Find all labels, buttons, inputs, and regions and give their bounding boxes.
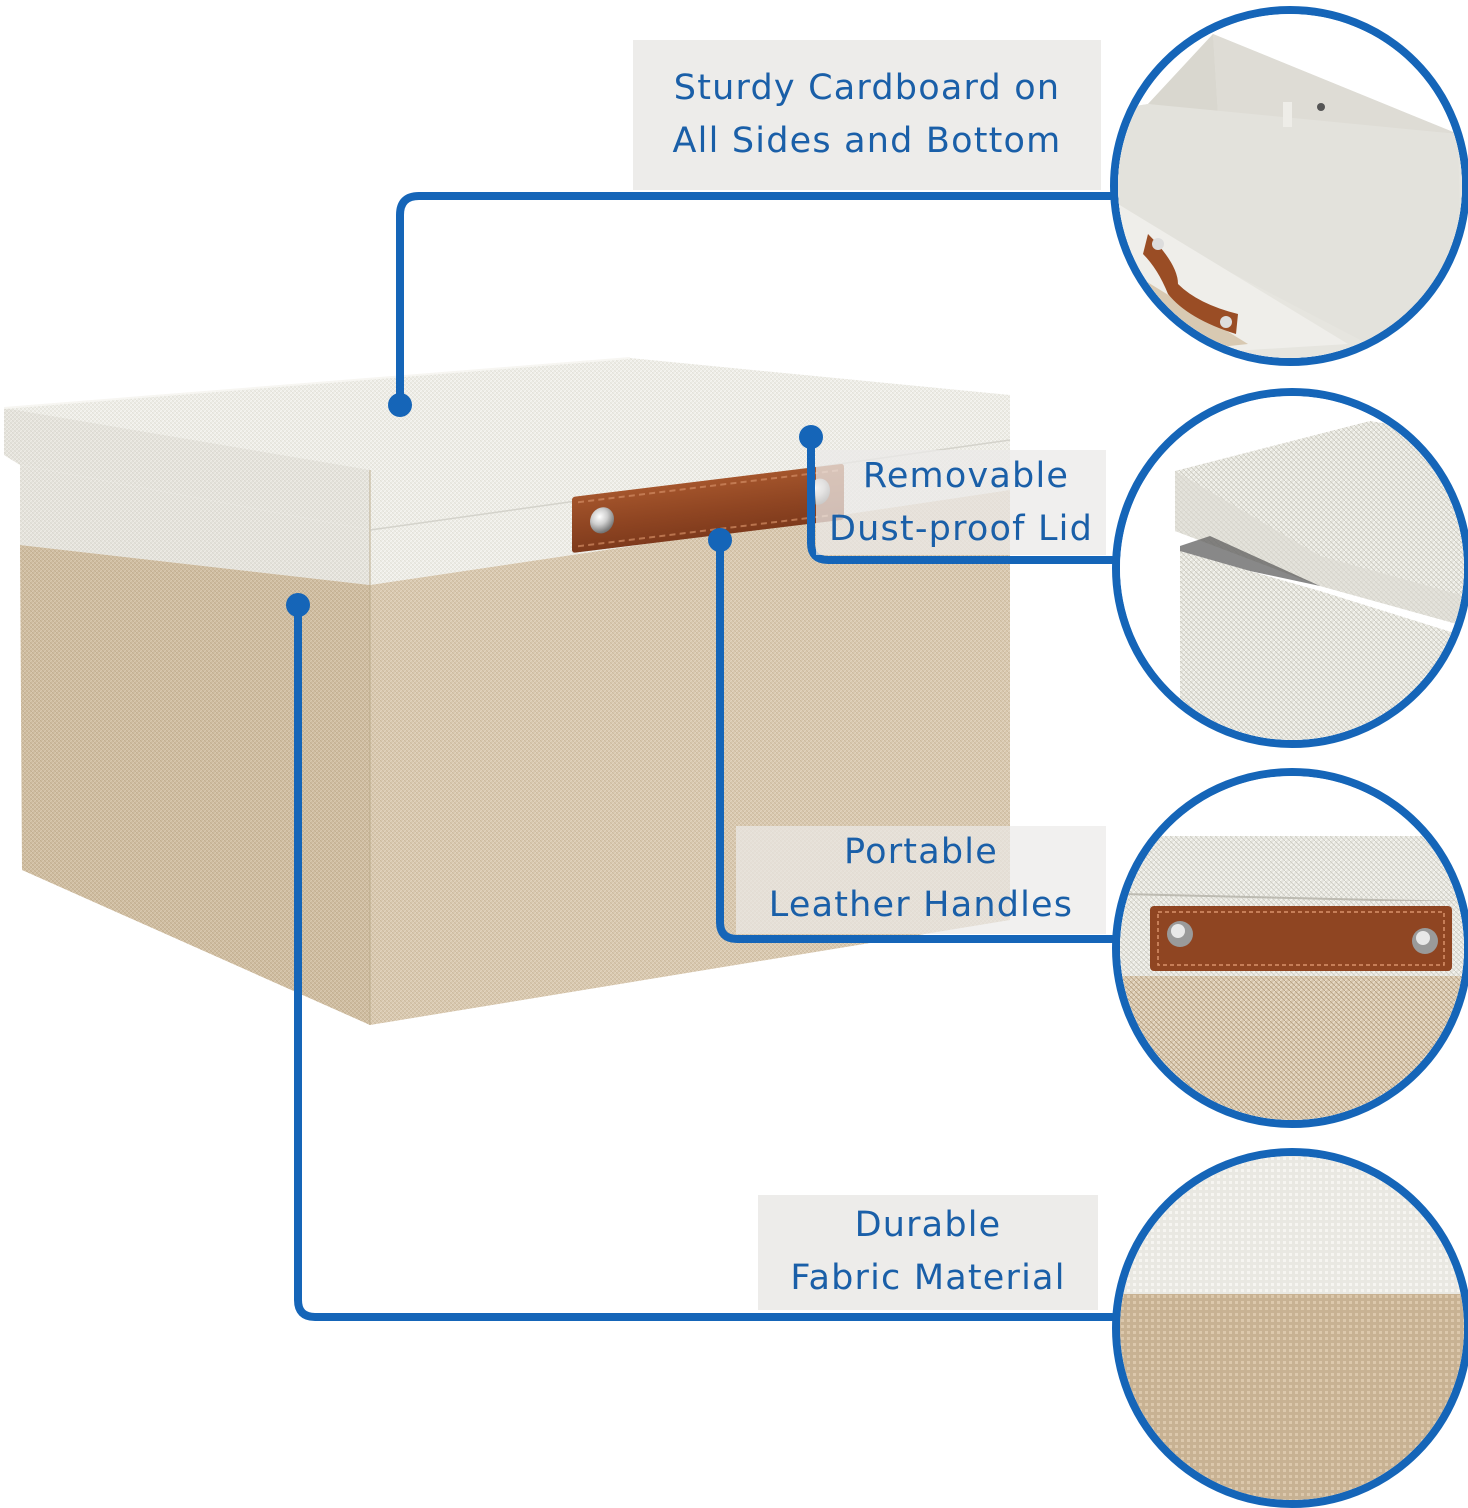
callout-label-lid: Removable Dust-proof Lid: [816, 450, 1106, 555]
callout-anchor-dot-handles: [708, 528, 732, 552]
callout-anchor-dot-fabric: [286, 593, 310, 617]
callout-text-line: Removable: [862, 456, 1070, 496]
handle-closeup-image: [1120, 776, 1464, 1120]
detail-circle-cardboard: [1110, 6, 1468, 366]
callout-text-line: Portable: [844, 832, 998, 872]
callout-text-line: Fabric Material: [790, 1258, 1066, 1298]
callout-text-line: All Sides and Bottom: [672, 121, 1062, 161]
callout-label-cardboard: Sturdy Cardboard on All Sides and Bottom: [633, 40, 1101, 190]
callout-text-line: Leather Handles: [768, 885, 1074, 925]
callout-text-line: Durable: [854, 1205, 1002, 1245]
callout-text-line: Dust-proof Lid: [828, 509, 1094, 549]
callout-anchor-dot-cardboard: [388, 393, 412, 417]
lid-closeup-image: [1120, 396, 1464, 740]
interior-closeup-image: [1118, 14, 1462, 358]
fabric-closeup-image: [1120, 1156, 1464, 1500]
callout-anchor-dot-lid: [799, 425, 823, 449]
callout-text-line: Sturdy Cardboard on: [673, 68, 1061, 108]
detail-circle-handles: [1112, 768, 1468, 1128]
callout-label-handles: Portable Leather Handles: [736, 826, 1106, 934]
detail-circle-fabric: [1112, 1148, 1468, 1508]
detail-circle-lid: [1112, 388, 1468, 748]
rivet-icon: [590, 505, 614, 535]
callout-label-fabric: Durable Fabric Material: [758, 1195, 1098, 1310]
